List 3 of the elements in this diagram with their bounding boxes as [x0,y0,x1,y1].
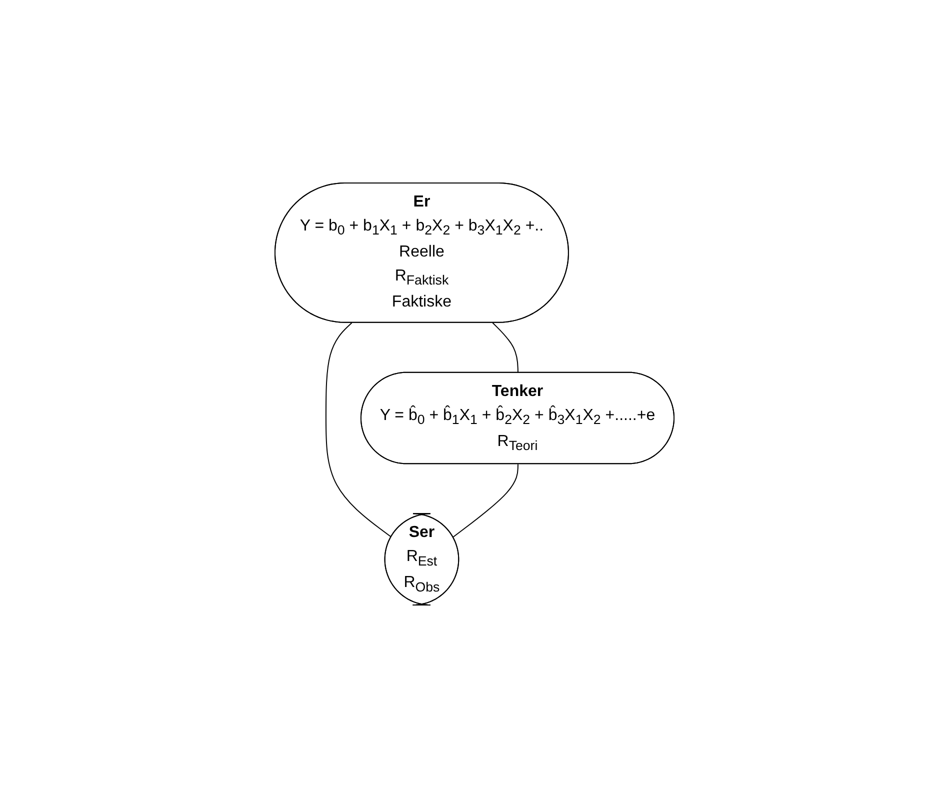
connector [492,322,519,374]
connector [326,322,392,538]
connector [453,464,519,538]
